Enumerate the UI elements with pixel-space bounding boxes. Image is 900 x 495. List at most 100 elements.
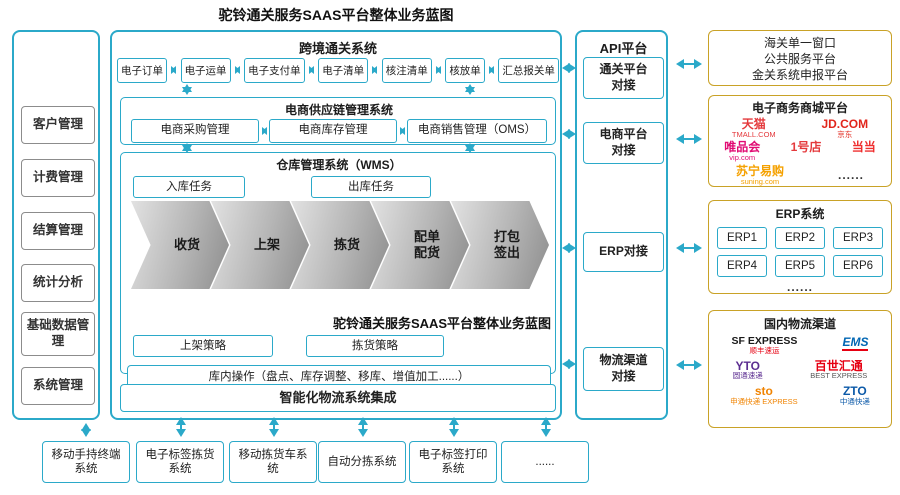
management-sidebar: 客户管理 计费管理 结算管理 统计分析 基础数据管理 系统管理 bbox=[12, 30, 100, 420]
logo-subtext: 京东 bbox=[837, 129, 853, 139]
more-devices-box: ...... bbox=[501, 441, 589, 483]
release-form-box: 核放单 bbox=[445, 57, 485, 83]
logo-text: 当当 bbox=[851, 140, 876, 155]
logo-subtext: 中通快递 bbox=[839, 396, 870, 406]
shelf-strategy-box: 上架策略 bbox=[133, 335, 273, 357]
mall-platform-title: 电子商务商城平台 bbox=[751, 101, 848, 115]
logo-subtext: 顺丰速运 bbox=[749, 346, 780, 356]
arrow-logistics-device-3 bbox=[269, 417, 279, 437]
customs-window-line: 公共服务平台 bbox=[763, 52, 836, 66]
double-arrow-icon bbox=[372, 66, 378, 74]
smart-logistics-bar: 智能化物流系统集成 bbox=[120, 384, 556, 412]
double-arrow-icon bbox=[308, 66, 314, 74]
main-system-block: 跨境通关系统 电子订单 电子运单 电子支付单 电子清单 核注清单 核放单 汇总报… bbox=[110, 30, 562, 420]
logo-text: 唯品会 bbox=[724, 140, 761, 155]
scm-title: 电商供应链管理系统 bbox=[284, 103, 393, 117]
watermark-text: 驼铃通关服务SAAS平台整体业务蓝图 bbox=[332, 316, 552, 331]
domestic-logistics-title: 国内物流渠道 bbox=[763, 317, 836, 331]
arrow-scm-wms-left bbox=[182, 143, 192, 153]
sidebar-item-billing-mgmt: 计费管理 bbox=[21, 159, 95, 197]
customs-platform-link-box: 通关平台 对接 bbox=[583, 57, 664, 99]
logo-text: JD.COM bbox=[821, 117, 869, 131]
customs-doc-row: 电子订单 电子运单 电子支付单 电子清单 核注清单 核放单 汇总报关单 bbox=[117, 57, 559, 83]
api-platform-column: API平台 通关平台 对接 电商平台 对接 ERP对接 物流渠道 对接 bbox=[575, 30, 668, 420]
mall-logo-row: 苏宁易购 suning.com ...... bbox=[709, 165, 891, 185]
arrow-scm-wms-right bbox=[465, 143, 475, 153]
mall-logo-row: 唯品会 vip.com 1号店 当当 bbox=[709, 141, 891, 161]
best-express-logo: 百世汇通 BEST EXPRESS bbox=[810, 360, 867, 380]
double-arrow-icon bbox=[436, 66, 442, 74]
mobile-pick-cart-box: 移动拣货车系统 bbox=[229, 441, 317, 483]
customs-window-line: 海关单一窗口 bbox=[763, 36, 836, 50]
arrow-api-erp-systems bbox=[676, 243, 702, 253]
ems-logo: EMS bbox=[842, 335, 869, 355]
arrow-main-api-ecommerce bbox=[562, 129, 576, 139]
arrow-api-logistics-channels bbox=[676, 360, 702, 370]
logo-subtext: suning.com bbox=[740, 176, 780, 186]
erp3-box: ERP3 bbox=[833, 227, 883, 249]
logistics-logo-row: sto 申通快递 EXPRESS ZTO 中通快递 bbox=[709, 385, 891, 405]
scm-system-block: 电商供应链管理系统 电商采购管理 电商库存管理 电商销售管理（OMS） bbox=[120, 97, 556, 145]
handheld-terminal-box: 移动手持终端系统 bbox=[42, 441, 130, 483]
tmall-logo: 天猫 TMALL.COM bbox=[732, 118, 776, 138]
logo-text: EMS bbox=[842, 335, 869, 351]
logo-subtext: vip.com bbox=[729, 153, 756, 163]
sidebar-item-system-mgmt: 系统管理 bbox=[21, 367, 95, 405]
ecommerce-platform-link-box: 电商平台 对接 bbox=[583, 122, 664, 164]
page-title: 驼铃通关服务SAAS平台整体业务蓝图 bbox=[218, 7, 454, 23]
double-arrow-icon bbox=[489, 66, 495, 74]
erp5-box: ERP5 bbox=[775, 255, 825, 277]
inventory-mgmt-box: 电商库存管理 bbox=[269, 119, 397, 143]
arrow-customs-scm-right bbox=[465, 84, 475, 95]
domestic-logistics-box: 国内物流渠道 SF EXPRESS 顺丰速运 EMS YTO 圆通速递 百世汇通… bbox=[708, 310, 892, 428]
erp4-box: ERP4 bbox=[717, 255, 767, 277]
double-arrow-icon bbox=[261, 127, 267, 135]
suning-logo: 苏宁易购 suning.com bbox=[736, 165, 784, 185]
erp6-box: ERP6 bbox=[833, 255, 883, 277]
arrow-logistics-device-2 bbox=[176, 417, 186, 437]
arrow-logistics-device-1 bbox=[81, 423, 91, 437]
logo-text: sto bbox=[754, 384, 773, 399]
double-arrow-icon bbox=[399, 127, 405, 135]
zto-express-logo: ZTO 中通快递 bbox=[840, 385, 870, 405]
sf-express-logo: SF EXPRESS 顺丰速运 bbox=[732, 335, 798, 356]
logistics-logo-row: SF EXPRESS 顺丰速运 EMS bbox=[709, 335, 891, 356]
erp-row: ERP4 ERP5 ERP6 bbox=[709, 255, 891, 277]
logo-text: ZTO bbox=[842, 384, 867, 399]
erp-more-ellipsis: ...... bbox=[786, 280, 813, 294]
erp2-box: ERP2 bbox=[775, 227, 825, 249]
customs-window-line: 金关系统申报平台 bbox=[751, 68, 848, 82]
customs-system-title: 跨境通关系统 bbox=[298, 41, 377, 56]
mall-logo-row: 天猫 TMALL.COM JD.COM 京东 bbox=[709, 118, 891, 138]
jd-logo: JD.COM 京东 bbox=[821, 118, 868, 138]
erp-link-box: ERP对接 bbox=[583, 232, 664, 272]
erp-row: ERP1 ERP2 ERP3 bbox=[709, 227, 891, 249]
logo-text: 苏宁易购 bbox=[735, 163, 784, 178]
arrow-main-api-logistics bbox=[562, 359, 576, 369]
arrow-logistics-device-6 bbox=[541, 417, 551, 437]
arrow-main-api-customs bbox=[562, 63, 576, 73]
dangdang-logo: 当当 bbox=[852, 141, 876, 161]
e-waybill-box: 电子运单 bbox=[180, 57, 231, 83]
arrow-api-customs-window bbox=[676, 59, 702, 69]
sidebar-item-statistics: 统计分析 bbox=[21, 264, 95, 302]
scm-row: 电商采购管理 电商库存管理 电商销售管理（OMS） bbox=[131, 119, 547, 143]
e-list-box: 电子清单 bbox=[318, 57, 369, 83]
logo-subtext: 申通快递 EXPRESS bbox=[730, 396, 798, 406]
sidebar-item-customer-mgmt: 客户管理 bbox=[21, 106, 95, 144]
erp-systems-box: ERP系统 ERP1 ERP2 ERP3 ERP4 ERP5 ERP6 ....… bbox=[708, 200, 892, 294]
arrow-logistics-device-5 bbox=[449, 417, 459, 437]
auto-sorting-box: 自动分拣系统 bbox=[318, 441, 406, 483]
double-arrow-icon bbox=[234, 66, 240, 74]
mall-platform-box: 电子商务商城平台 天猫 TMALL.COM JD.COM 京东 唯品会 vip.… bbox=[708, 95, 892, 187]
logo-text: 1号店 bbox=[790, 140, 822, 155]
sidebar-item-settlement-mgmt: 结算管理 bbox=[21, 212, 95, 250]
e-payment-box: 电子支付单 bbox=[244, 57, 305, 83]
api-platform-title: API平台 bbox=[599, 41, 648, 56]
outbound-task-box: 出库任务 bbox=[311, 176, 431, 198]
logo-text: YTO bbox=[735, 358, 760, 373]
arrow-customs-scm-left bbox=[182, 84, 192, 95]
oms-box: 电商销售管理（OMS） bbox=[407, 119, 547, 143]
wms-process-flow: 收货 上架 拣货 配单 配货 打包 签出 bbox=[131, 201, 549, 289]
